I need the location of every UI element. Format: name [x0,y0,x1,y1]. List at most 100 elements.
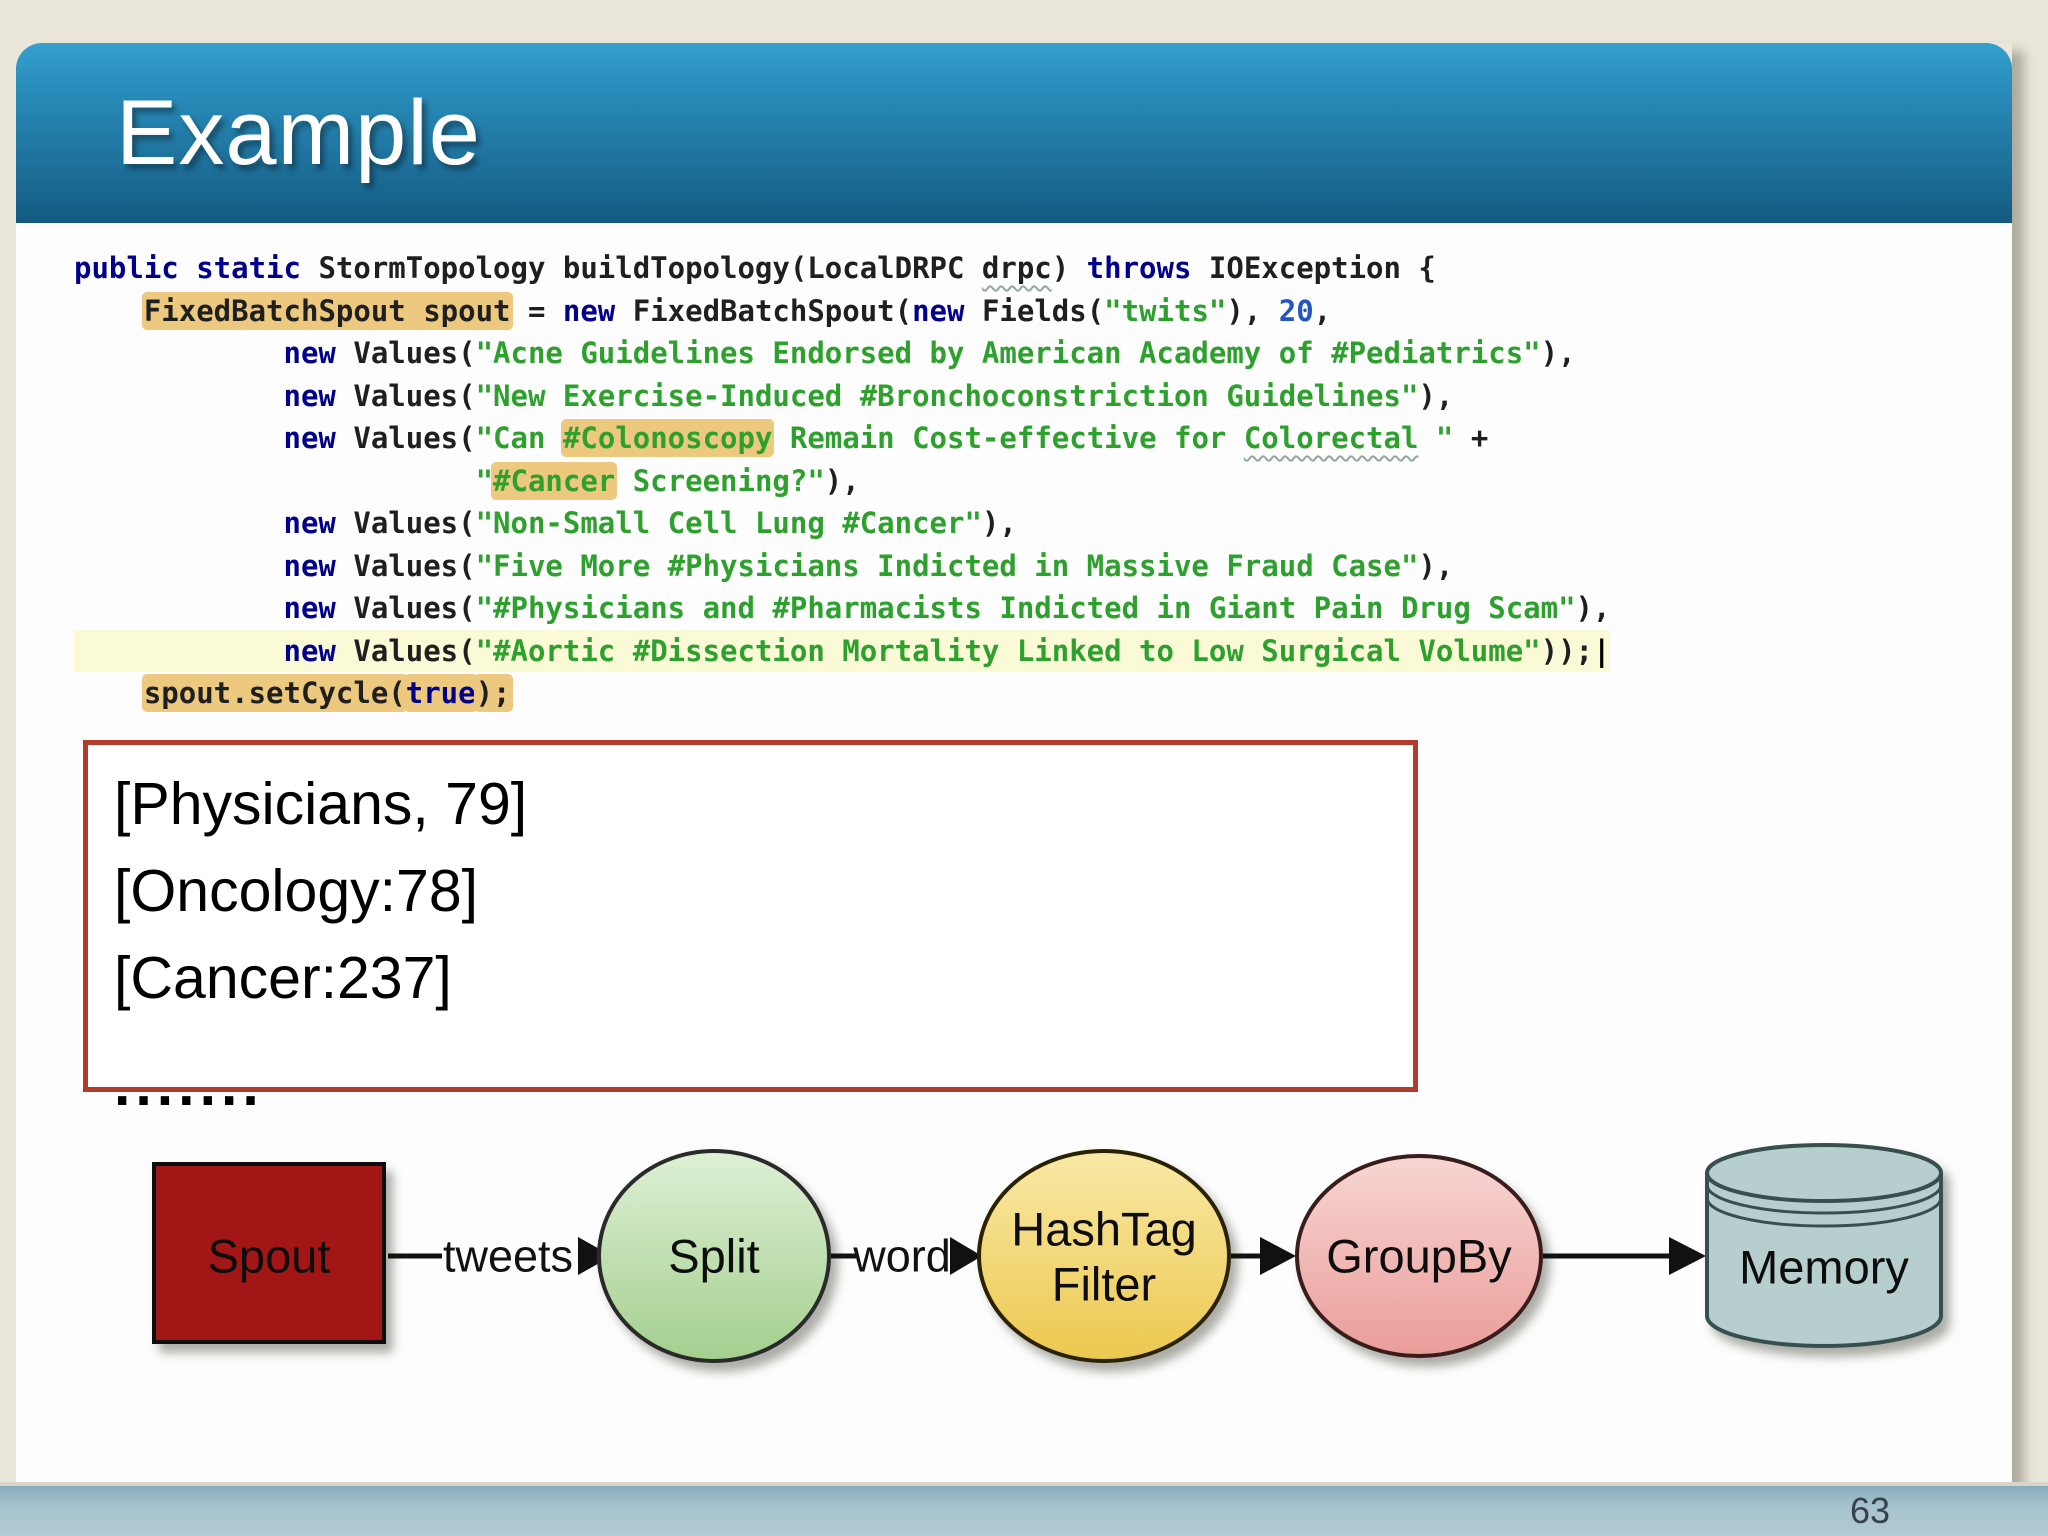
code-token: ), [1540,336,1576,370]
code-token: new [912,293,965,328]
hashtag-filter-label-line2: Filter [1052,1258,1156,1311]
code-token: new [283,378,336,413]
code-token: "New Exercise-Induced #Bronchoconstricti… [475,378,1419,413]
code-token: " [1418,421,1454,455]
code-token: ), [824,463,860,498]
code-token [74,549,284,583]
code-line: new Values("#Aortic #Dissection Mortalit… [74,629,1611,672]
spout-node: Spout [152,1162,386,1344]
code-line: new Values("Can #Colonoscopy Remain Cost… [74,417,1610,460]
code-token: "#Physicians and #Pharmacists Indicted i… [475,591,1576,625]
code-token: spout.setCycle( [143,676,406,710]
code-token: " [475,463,494,498]
code-token: "#Aortic #Dissection Mortality Linked to… [475,633,1541,668]
slide-title: Example [116,81,481,184]
code-token: Values( [335,378,476,413]
code-token: #Cancer [493,463,616,498]
code-token: new [283,421,336,455]
code-line: new Values("New Exercise-Induced #Bronch… [74,375,1610,418]
hashtag-filter-node: HashTag Filter [977,1149,1231,1363]
code-token: ) [1051,251,1087,285]
arrowhead [1669,1237,1706,1275]
edge-word: word [831,1231,982,1282]
code-token: "Acne Guidelines Endorsed by American Ac… [475,336,1541,370]
code-token: public static [74,251,301,285]
code-token: "Five More #Physicians Indicted in Massi… [475,548,1419,583]
code-token: , [1313,293,1332,328]
code-token: "Non-Small Cell Lung #Cancer" [475,506,982,540]
slide: Example public static StormTopology buil… [16,43,2012,1482]
code-token [74,591,284,625]
output-box: [Physicians, 79] [Oncology:78] [Cancer:237… [83,740,1418,1118]
code-token: IOException { [1191,251,1436,285]
code-token: Values( [335,548,476,583]
code-token: | [1593,633,1611,668]
code-token: ), [981,506,1017,540]
output-line: [Physicians, 79] [114,771,528,837]
output-line: [Oncology:78] [114,858,479,924]
code-token: "twits" [1104,293,1227,328]
code-token: drpc [981,251,1052,285]
code-token: ), [1226,293,1279,328]
code-token: 20 [1278,293,1314,328]
code-token [74,506,284,540]
code-token: throws [1086,251,1192,285]
code-block: public static StormTopology buildTopolog… [74,247,1611,715]
spout-label: Spout [208,1230,331,1283]
code-token [74,294,144,328]
code-token: #Colonoscopy [562,421,773,455]
code-line: new Values("#Physicians and #Pharmacists… [74,587,1611,630]
code-token: new [562,293,616,328]
groupby-node: GroupBy [1295,1154,1543,1358]
code-token: "Can [475,421,563,455]
code-token: true [405,676,476,710]
code-token: = [510,293,563,328]
code-token [74,379,284,413]
code-token [74,336,284,370]
code-token: new [283,591,336,625]
code-token: new [283,336,336,370]
edge-tweets: tweets [388,1231,612,1282]
hashtag-filter-label-line1: HashTag [1011,1203,1197,1256]
code-token: Colorectal [1243,421,1419,455]
output-line: ....... [114,1052,264,1118]
footer-band: 63 [0,1482,2048,1536]
topology-diagram: Spout tweets Split word Ha [152,1143,1943,1363]
split-node: Split [597,1149,831,1363]
slide-body: public static StormTopology buildTopolog… [16,223,2012,1482]
code-token: ), [1575,591,1611,625]
code-token: Fields( [964,293,1105,328]
code-token: new [283,548,336,583]
output-line: [Cancer:237] [114,945,452,1011]
groupby-label: GroupBy [1326,1230,1512,1283]
code-token [74,634,284,668]
code-line: new Values("Non-Small Cell Lung #Cancer"… [74,502,1610,545]
edge-tweets-label: tweets [443,1231,573,1282]
code-token: ); [475,676,511,710]
split-label: Split [668,1230,759,1283]
code-token: Values( [335,506,476,540]
code-token: Values( [335,591,476,625]
code-token [74,464,476,498]
code-token: Remain Cost-effective for [772,421,1244,455]
slide-header: Example [16,43,2012,223]
code-line: "#Cancer Screening?"), [74,460,1610,503]
edge-groupby-memory [1543,1237,1706,1275]
code-token: Values( [335,633,476,668]
code-token: + [1453,421,1489,455]
code-line: new Values("Five More #Physicians Indict… [74,545,1610,588]
code-token: new [283,633,336,668]
arrowhead [950,1237,982,1275]
code-token [74,421,284,455]
code-line: new Values("Acne Guidelines Endorsed by … [74,332,1610,375]
code-token: FixedBatchSpout spout [143,293,511,328]
code-token: ), [1418,548,1454,583]
code-token: Values( [335,336,476,370]
edge-word-label: word [852,1231,951,1282]
arrowhead [1260,1237,1296,1275]
code-line: public static StormTopology buildTopolog… [74,247,1610,290]
code-token: Screening?" [615,463,825,498]
code-token: FixedBatchSpout( [615,293,913,328]
code-line: spout.setCycle(true); [74,672,1610,715]
code-token [74,676,144,710]
